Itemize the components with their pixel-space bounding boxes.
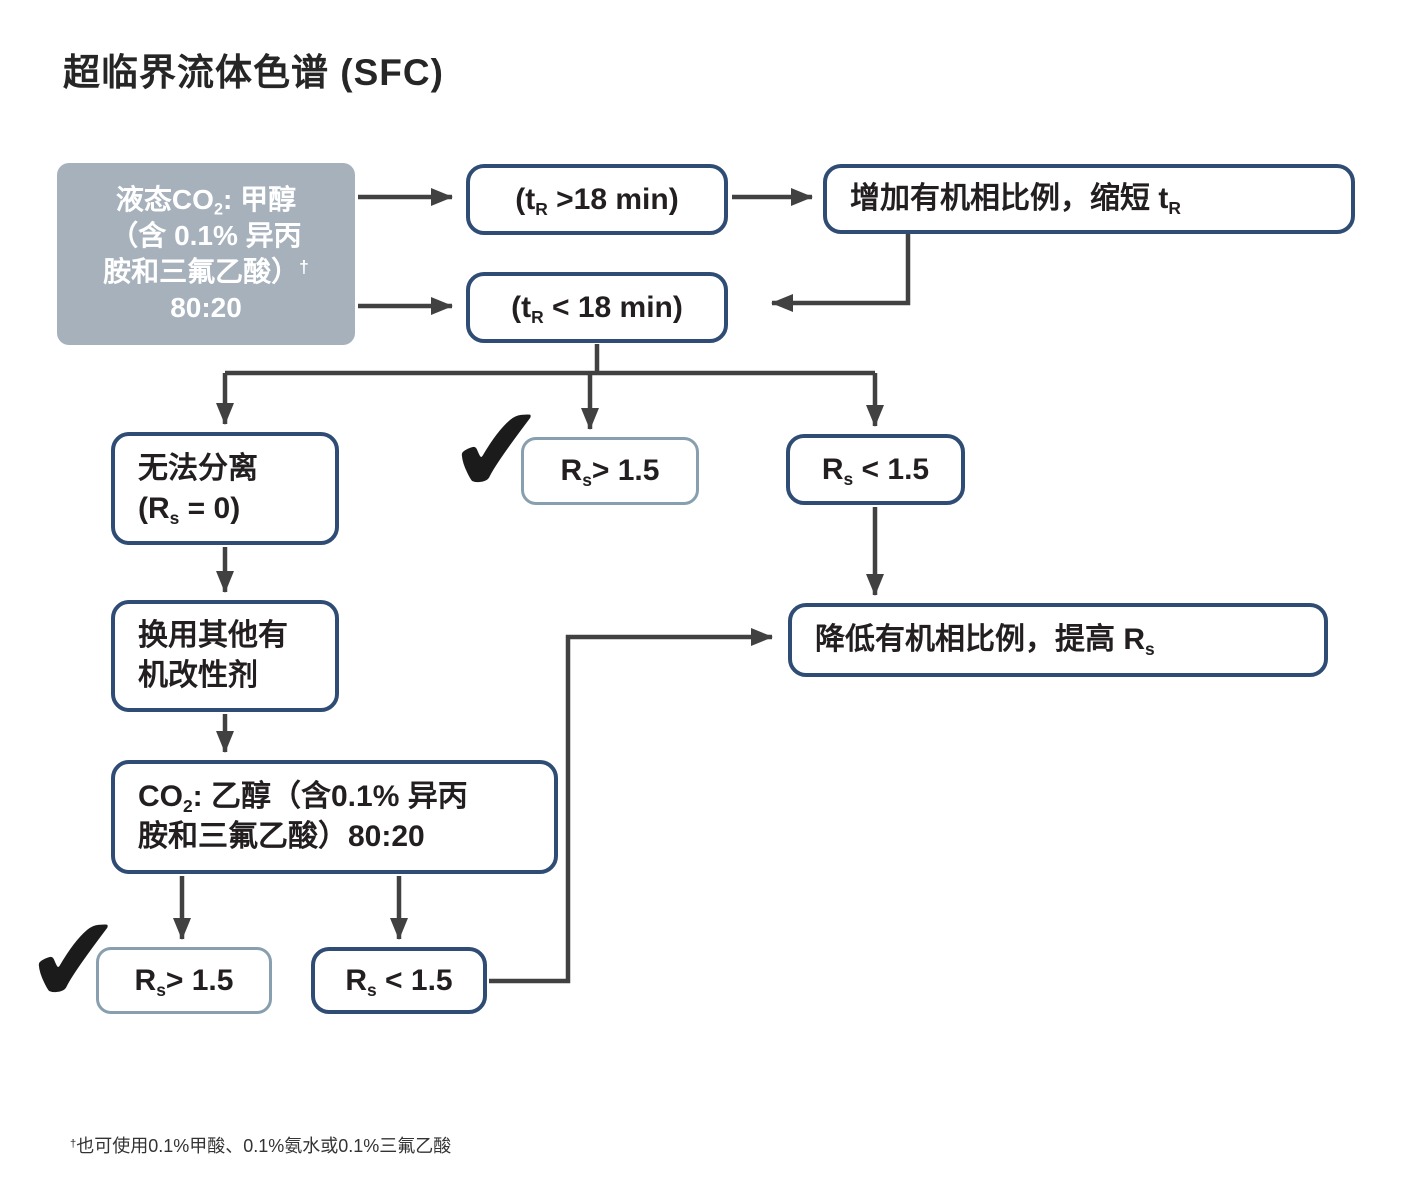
node-line: 胺和三氟乙酸）†: [103, 256, 309, 287]
node-line: （含 0.1% 异丙: [110, 220, 302, 251]
checkmark-icon: ✔: [443, 381, 552, 521]
node-rs-lt-1-5-top: Rs < 1.5: [786, 434, 965, 505]
node-line: 换用其他有: [138, 619, 288, 652]
node-rs-lt-1-5-bottom: Rs < 1.5: [311, 947, 487, 1014]
node-label: 降低有机相比例，提高 Rs: [815, 623, 1155, 660]
node-label: (tR < 18 min): [511, 290, 683, 327]
node-label: 增加有机相比例，缩短 tR: [850, 182, 1181, 219]
node-liquid-co2-methanol: 液态CO2: 甲醇 （含 0.1% 异丙 胺和三氟乙酸）† 80:20: [57, 163, 355, 345]
node-tr-gt-18min: (tR >18 min): [466, 164, 728, 235]
node-line: (Rs = 0): [138, 491, 241, 528]
node-line: 无法分离: [138, 451, 258, 485]
node-label: Rs> 1.5: [560, 454, 660, 491]
node-co2-ethanol: CO2: 乙醇（含0.1% 异丙 胺和三氟乙酸）80:20: [111, 760, 558, 874]
node-label: Rs> 1.5: [134, 963, 234, 1000]
node-increase-organic: 增加有机相比例，缩短 tR: [823, 164, 1355, 234]
node-rs-ge-1-5-bottom: Rs> 1.5: [96, 947, 272, 1014]
node-tr-lt-18min: (tR < 18 min): [466, 272, 728, 343]
node-no-separation: 无法分离 (Rs = 0): [111, 432, 339, 545]
node-decrease-organic: 降低有机相比例，提高 Rs: [788, 603, 1328, 677]
footnote: †也可使用0.1%甲酸、0.1%氨水或0.1%三氟乙酸: [70, 1136, 452, 1156]
node-change-modifier: 换用其他有 机改性剂: [111, 600, 339, 712]
node-label: Rs < 1.5: [821, 452, 930, 489]
node-line: 液态CO2: 甲醇: [115, 184, 297, 219]
node-rs-ge-1-5-mid: Rs> 1.5: [521, 437, 699, 505]
page-title: 超临界流体色谱 (SFC): [63, 52, 444, 93]
node-label: Rs < 1.5: [345, 963, 453, 1000]
node-line: 机改性剂: [138, 659, 258, 692]
checkmark-icon: ✔: [20, 891, 129, 1031]
node-label: (tR >18 min): [515, 182, 679, 219]
node-line: CO2: 乙醇（含0.1% 异丙: [138, 780, 468, 817]
node-line: 80:20: [170, 292, 242, 323]
node-line: 胺和三氟乙酸）80:20: [138, 820, 425, 853]
